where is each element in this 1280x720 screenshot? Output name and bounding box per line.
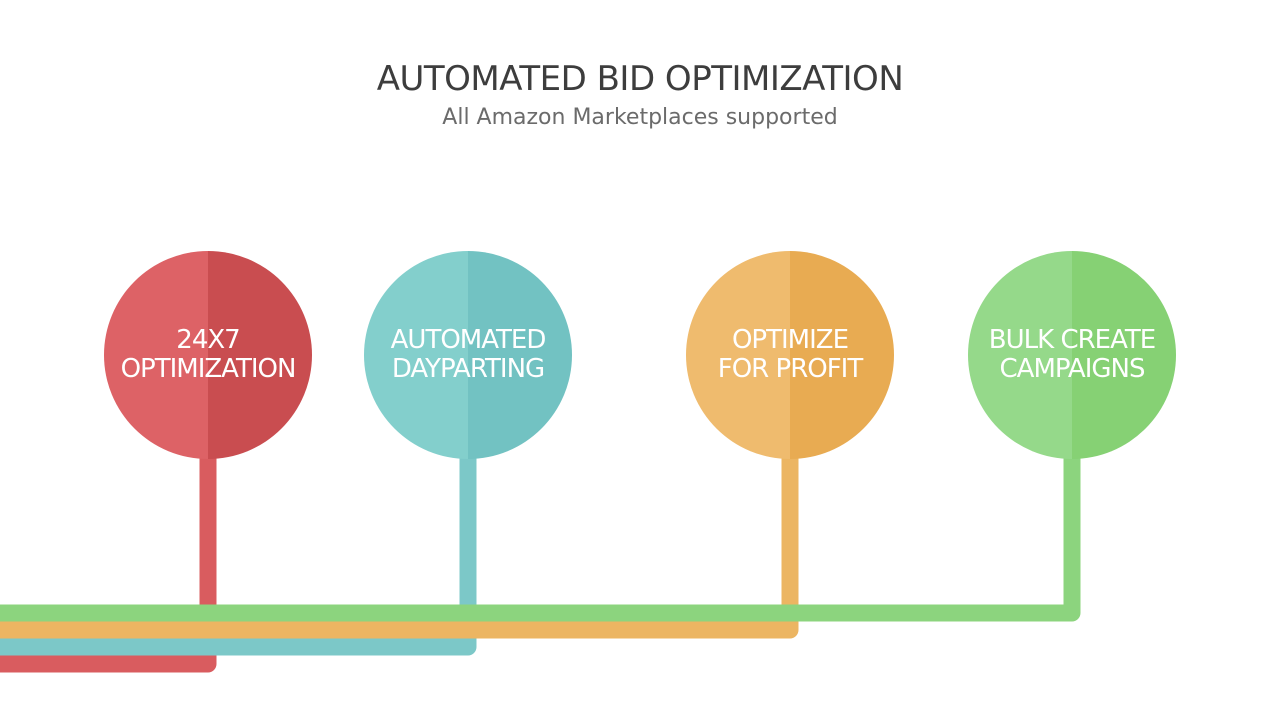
feature-label-line2: FOR PROFIT [717,354,863,384]
connector-line-dayparting [0,440,477,656]
page-title: AUTOMATED BID OPTIMIZATION [376,59,904,99]
feature-label-line1: AUTOMATED [390,325,547,355]
feature-circle-profit: OPTIMIZE FOR PROFIT [686,251,894,459]
feature-label-line2: OPTIMIZATION [120,354,297,384]
feature-label: BULK CREATE CAMPAIGNS [968,251,1176,459]
feature-label-line1: 24X7 [176,325,240,355]
feature-label-line1: BULK CREATE [988,325,1156,355]
page-subtitle: All Amazon Marketplaces supported [442,105,838,130]
circle-left-half [104,251,208,459]
connector-line-24x7 [0,440,217,673]
header: AUTOMATED BID OPTIMIZATION All Amazon Ma… [0,54,1280,132]
feature-circle-campaigns: BULK CREATE CAMPAIGNS [968,251,1176,459]
circle-right-half [790,251,894,459]
feature-label: AUTOMATED DAYPARTING [364,251,572,459]
feature-label-line1: OPTIMIZE [731,325,849,355]
feature-label: 24X7 OPTIMIZATION [104,251,312,459]
circle-left-half [364,251,468,459]
circle-right-half [1072,251,1176,459]
feature-label-line2: DAYPARTING [391,354,545,384]
circle-left-half [686,251,790,459]
feature-circle-24x7: 24X7 OPTIMIZATION [104,251,312,459]
feature-label: OPTIMIZE FOR PROFIT [686,251,894,459]
connector-line-profit [0,440,799,639]
circle-right-half [208,251,312,459]
connector-line-campaigns [0,440,1081,622]
circle-right-half [468,251,572,459]
feature-label-line2: CAMPAIGNS [999,354,1146,384]
feature-circle-dayparting: AUTOMATED DAYPARTING [364,251,572,459]
circle-left-half [968,251,1072,459]
